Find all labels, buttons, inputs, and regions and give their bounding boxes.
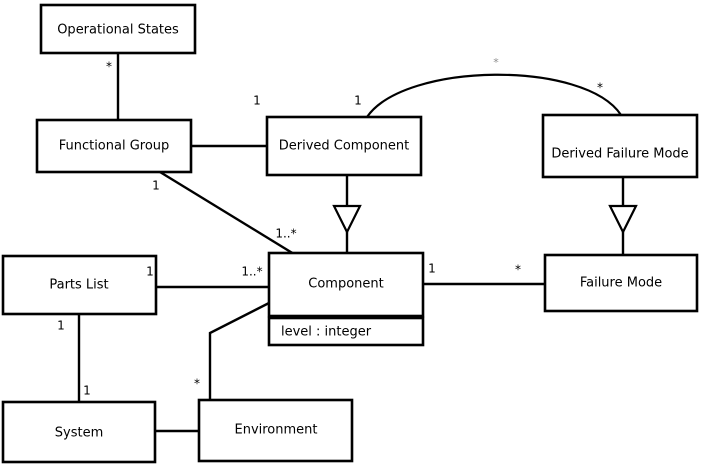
edge-component-environment — [208, 301, 270, 400]
generalization-triangle-failure-mode — [608, 204, 638, 235]
class-box-operational-states[interactable] — [39, 3, 197, 55]
class-functional-group[interactable]: Functional Group — [35, 118, 193, 174]
class-name-parts-list: Parts List — [49, 278, 108, 293]
class-derived-failure-mode[interactable]: Derived Failure Mode — [541, 113, 699, 179]
class-box-derived-failure-mode[interactable] — [541, 113, 699, 179]
multiplicity-operational-states-star: * — [106, 60, 112, 74]
class-derived-component[interactable]: Derived Component — [265, 115, 423, 177]
class-name-derived-component: Derived Component — [279, 139, 410, 154]
multiplicity-parts-list-one: 1 — [146, 265, 154, 279]
class-box-component-name-compartment[interactable] — [267, 251, 425, 318]
class-name-system: System — [55, 426, 103, 441]
generalization-triangle-component — [332, 204, 362, 235]
multiplicity-failure-mode-star: * — [515, 263, 521, 277]
class-name-failure-mode: Failure Mode — [580, 276, 662, 291]
class-operational-states[interactable]: Operational States — [39, 3, 197, 55]
multiplicity-derived-component-curve-one: 1 — [354, 94, 362, 108]
multiplicity-curve-apex-star: * — [493, 56, 499, 69]
class-box-functional-group[interactable] — [35, 118, 193, 174]
class-box-environment[interactable] — [197, 398, 354, 463]
class-box-system[interactable] — [1, 400, 157, 464]
edge-derived-component-derived-failure-mode — [366, 73, 622, 118]
edge-functional-group-component — [159, 170, 295, 256]
multiplicity-parts-list-component-many: 1..* — [241, 265, 262, 279]
class-parts-list[interactable]: Parts List — [1, 254, 158, 316]
multiplicity-parts-list-system-bottom-one: 1 — [83, 384, 91, 398]
class-box-parts-list[interactable] — [1, 254, 158, 316]
multiplicity-parts-list-system-top-one: 1 — [57, 319, 65, 333]
class-environment[interactable]: Environment — [197, 398, 354, 463]
multiplicity-functional-group-derived-component-one: 1 — [253, 94, 261, 108]
class-name-operational-states: Operational States — [57, 23, 179, 38]
multiplicity-functional-group-component-many: 1..* — [275, 227, 296, 241]
multiplicity-derived-failure-mode-curve-star: * — [597, 81, 603, 95]
multiplicity-functional-group-component-one: 1 — [152, 179, 160, 193]
class-component[interactable]: Component level : integer — [267, 251, 425, 347]
class-box-component-attribute-compartment[interactable] — [267, 316, 425, 347]
multiplicity-component-failure-mode-one: 1 — [428, 262, 436, 276]
class-system[interactable]: System — [1, 400, 157, 464]
multiplicity-environment-star: * — [194, 377, 200, 391]
class-box-derived-component[interactable] — [265, 115, 423, 177]
class-attribute-level: level : integer — [281, 325, 372, 340]
class-name-component: Component — [308, 277, 383, 292]
class-box-failure-mode[interactable] — [543, 253, 699, 313]
class-name-derived-failure-mode: Derived Failure Mode — [551, 147, 688, 162]
class-name-functional-group: Functional Group — [59, 139, 170, 154]
class-failure-mode[interactable]: Failure Mode — [543, 253, 699, 313]
class-name-environment: Environment — [234, 423, 317, 438]
